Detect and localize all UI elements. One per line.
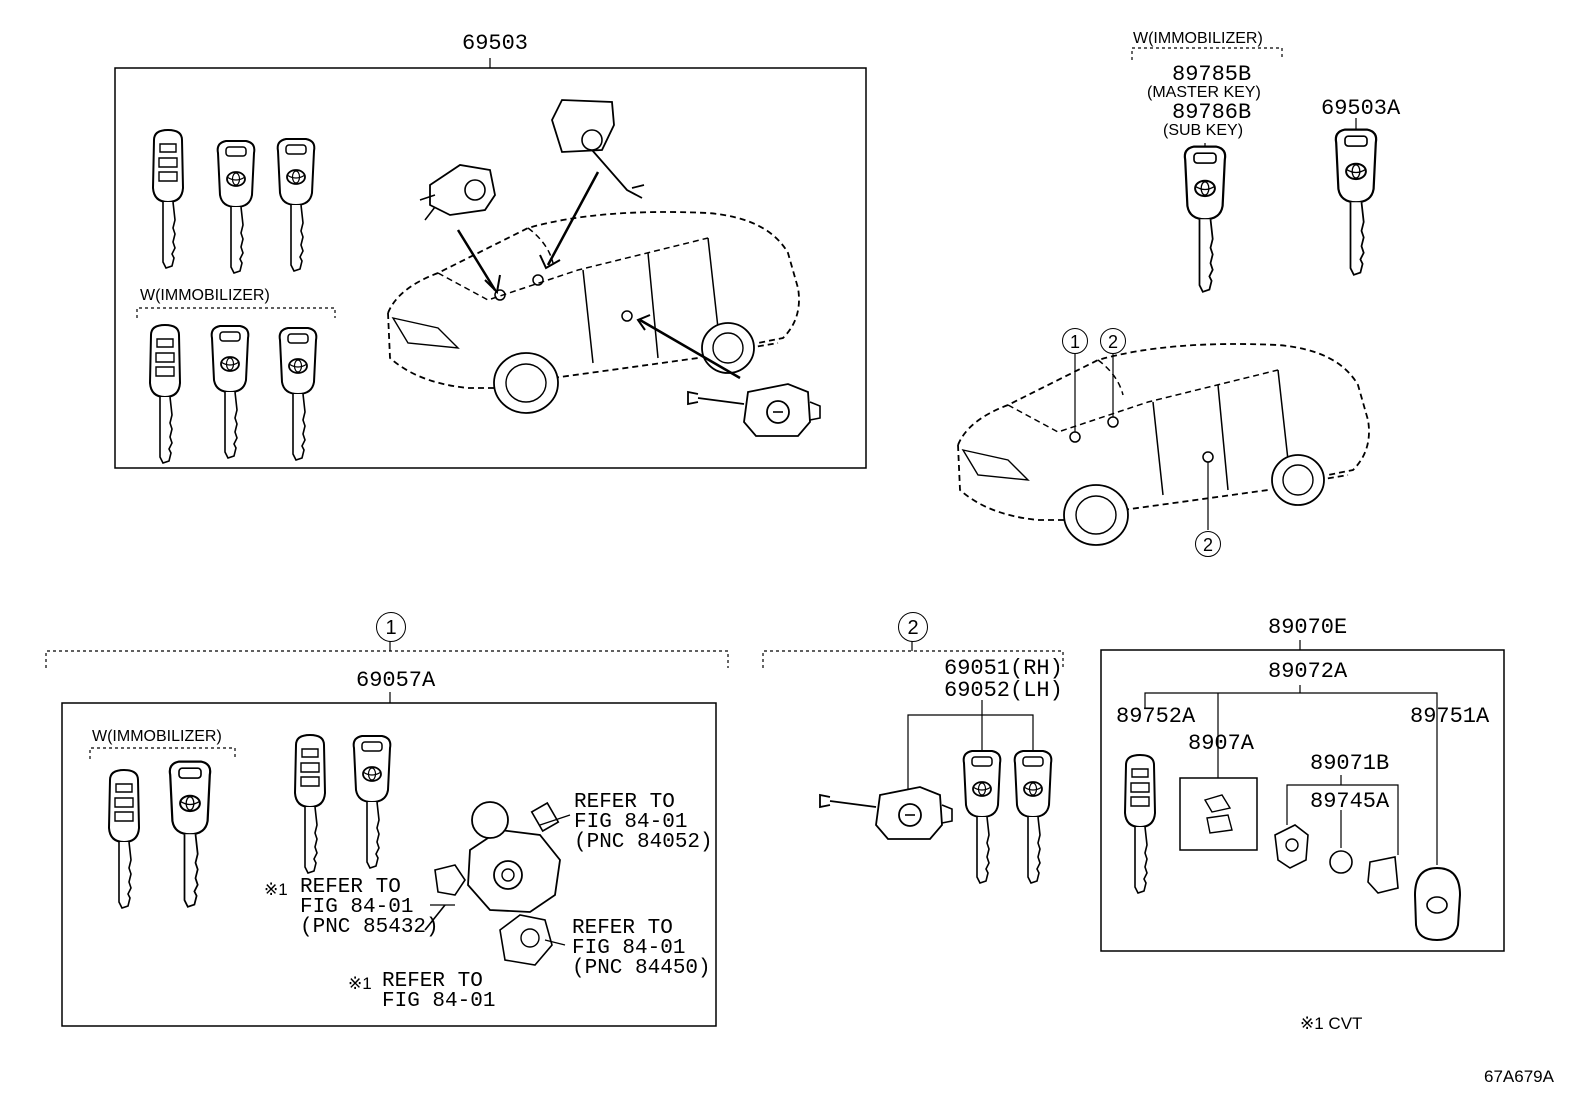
fob-key	[1413, 866, 1462, 942]
ref-84052-line2: FIG 84-01	[574, 811, 688, 834]
ref-84052-line1: REFER TO	[574, 791, 675, 814]
section2-callout: 2	[898, 612, 928, 642]
callout-2: 2	[1195, 531, 1221, 557]
section3-box	[1100, 649, 1505, 952]
key-case	[1179, 777, 1258, 851]
key	[962, 750, 1002, 884]
ref-fig-line2: FIG 84-01	[382, 990, 496, 1013]
vehicle-illustration	[387, 211, 800, 414]
sub-key-desc: (SUB KEY)	[1163, 122, 1244, 139]
door-lock-cylinder-illustration	[687, 383, 821, 437]
remote-key	[294, 734, 326, 874]
callout-1: 1	[1062, 328, 1088, 354]
key	[276, 138, 316, 272]
remote-key	[108, 769, 140, 909]
ignition-assembly-illustration	[424, 801, 561, 966]
part-label-89751a: 89751A	[1410, 704, 1490, 729]
immobilizer-label: W(IMMOBILIZER)	[140, 287, 270, 304]
immobilizer-label: W(IMMOBILIZER)	[92, 728, 222, 745]
part-label-69503a: 69503A	[1321, 96, 1401, 121]
part-label-69057a: 69057A	[356, 668, 436, 693]
part-label-69051: 69051(RH)	[944, 656, 1063, 681]
key	[1013, 750, 1053, 884]
ref-85432-line3: (PNC 85432)	[300, 916, 439, 939]
part-label-8907a: 8907A	[1188, 731, 1255, 756]
part-label-89752a: 89752A	[1116, 704, 1196, 729]
transmitter	[1274, 824, 1309, 869]
ref-84052-line3: (PNC 84052)	[574, 831, 713, 854]
ref-fig-line1: REFER TO	[382, 970, 483, 993]
part-label-89070e: 89070E	[1268, 615, 1348, 640]
immobilizer-label: W(IMMOBILIZER)	[1133, 30, 1263, 47]
remote-key	[152, 129, 184, 269]
remote-key	[149, 324, 181, 464]
section1-callout: 1	[376, 612, 406, 642]
part-label-69503: 69503	[462, 31, 529, 56]
key	[210, 325, 250, 459]
key	[168, 760, 212, 908]
vehicle-location-illustration	[957, 343, 1370, 546]
master-key-desc: (MASTER KEY)	[1147, 84, 1261, 101]
ref-84450-line2: FIG 84-01	[572, 937, 686, 960]
ref-85432-line2: FIG 84-01	[300, 896, 414, 919]
ref-85432-line1: REFER TO	[300, 876, 401, 899]
part-label-69052: 69052(LH)	[944, 678, 1063, 703]
steering-lock-illustration	[551, 99, 645, 199]
remote-key	[1124, 754, 1156, 894]
transmitter-housing	[1367, 856, 1399, 894]
part-label-89785b: 89785B	[1172, 62, 1252, 87]
ignition-switch-illustration	[419, 164, 496, 221]
battery	[1329, 850, 1353, 874]
note-mark: ※1	[348, 974, 372, 993]
immobilizer-key	[1183, 145, 1227, 293]
callout-2: 2	[1100, 328, 1126, 354]
part-label-89745a: 89745A	[1310, 789, 1390, 814]
footnote: ※1 CVT	[1300, 1014, 1363, 1033]
section1-box	[61, 702, 717, 1027]
key	[352, 735, 392, 869]
note-mark: ※1	[264, 880, 288, 899]
ref-84450-line3: (PNC 84450)	[572, 957, 711, 980]
diagram-id: 67A679A	[1484, 1067, 1554, 1086]
ref-84450-line1: REFER TO	[572, 917, 673, 940]
key	[278, 327, 318, 461]
door-lock-cylinder-illustration	[819, 786, 953, 840]
part-label-89071b: 89071B	[1310, 751, 1390, 776]
part-label-89072a: 89072A	[1268, 659, 1348, 684]
key	[216, 140, 256, 274]
key	[1334, 128, 1378, 276]
part-label-89786b: 89786B	[1172, 100, 1252, 125]
